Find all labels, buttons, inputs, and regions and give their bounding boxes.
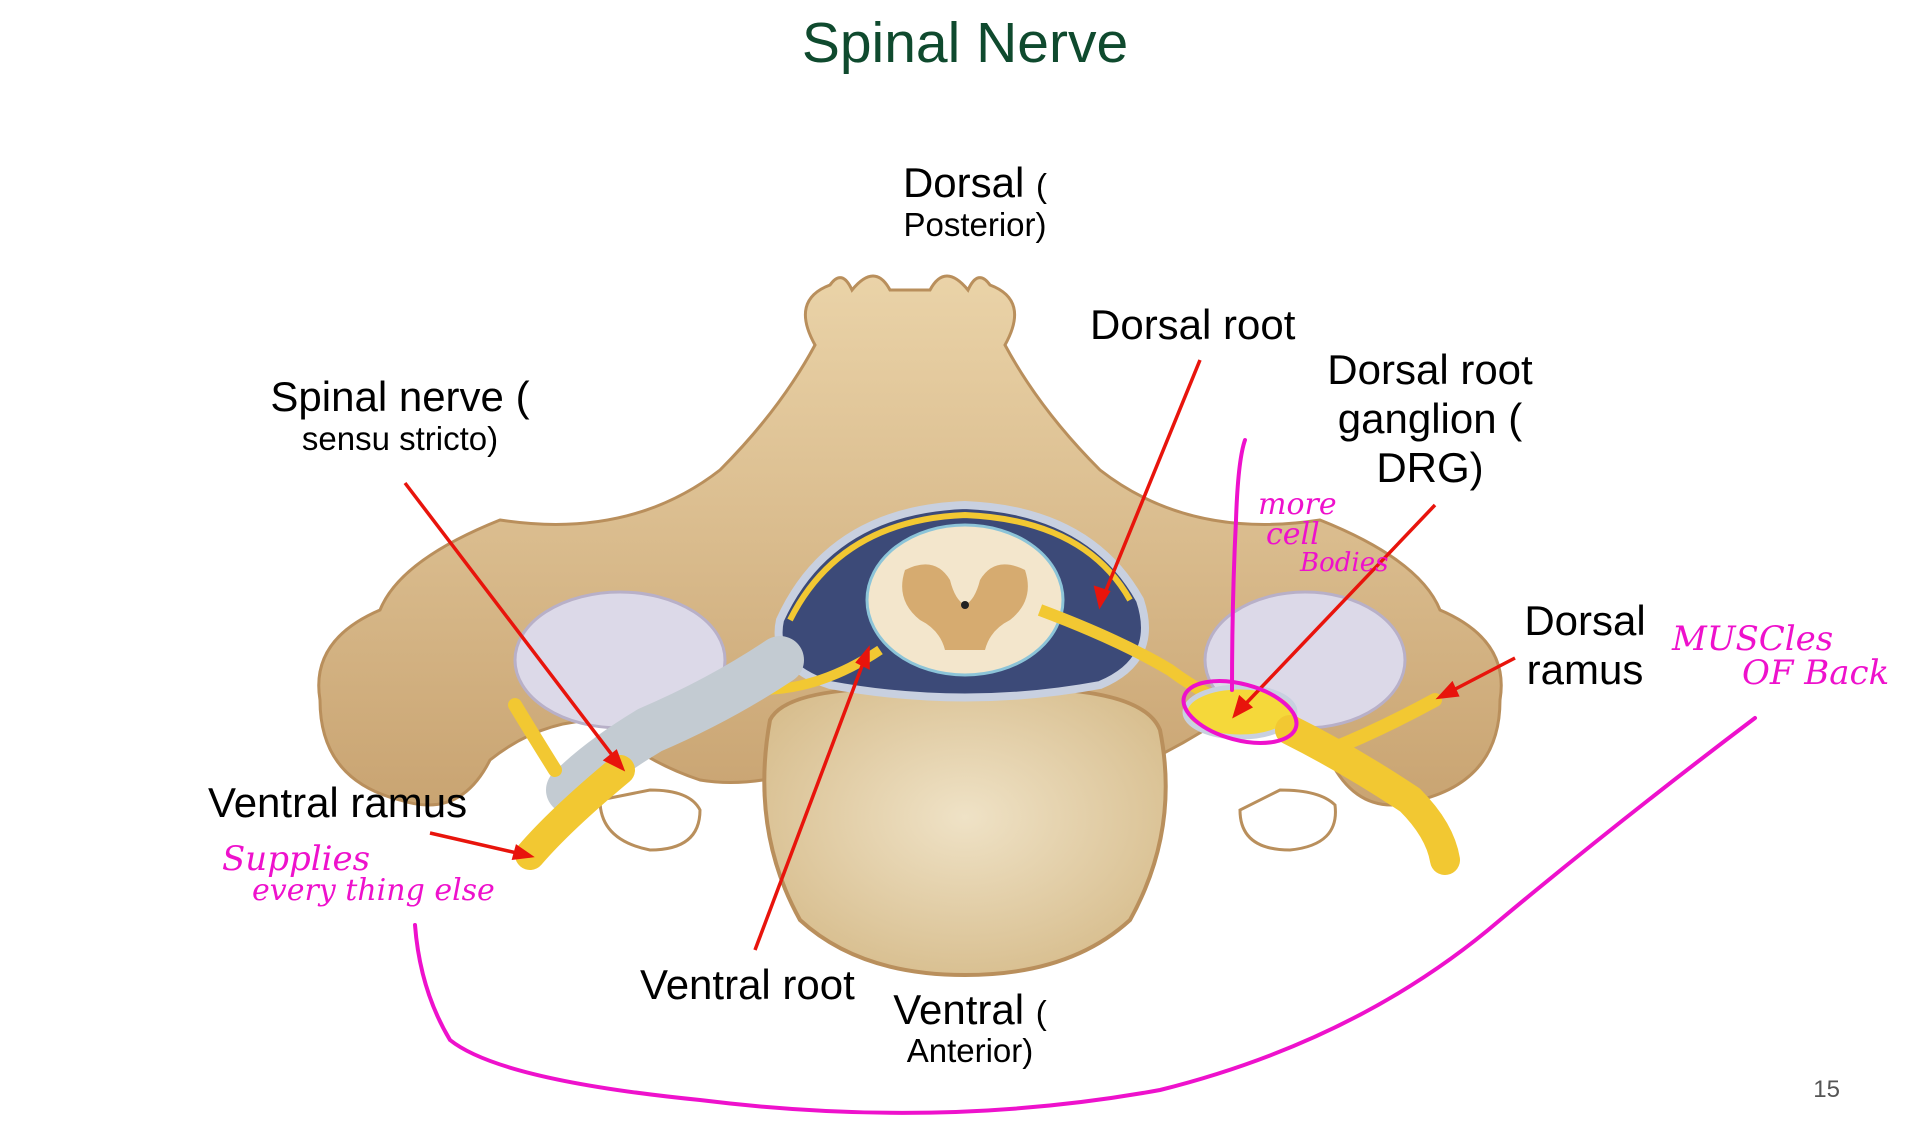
note-bodies: Bodies (1300, 548, 1389, 578)
arrow-ventral-root (753, 649, 870, 951)
label-ventral-ramus: Ventral ramus (208, 779, 468, 826)
note-more-cell-bodies: more cell Bodies (1258, 487, 1389, 578)
page-number: 15 (1813, 1076, 1840, 1103)
label-dorsal-paren: ( (1036, 167, 1048, 204)
arrow-drg (1233, 503, 1437, 717)
handwritten-connector-curve (413, 716, 1757, 1115)
note-supplies-everything: Supplies every thing else (222, 842, 495, 906)
arrowhead-dorsal-root (1093, 585, 1111, 610)
left-ventral-ramus (515, 755, 635, 870)
note-every-thing-else: every thing else (252, 873, 495, 908)
arrow-ventral-ramus (429, 831, 531, 858)
note-more: more (1258, 487, 1337, 522)
handwritten-annotations (413, 438, 1757, 1115)
label-drg-line3: DRG) (1376, 444, 1484, 491)
handwritten-line-drg (1230, 438, 1247, 692)
note-supplies: Supplies (222, 839, 371, 879)
label-dorsal-sub: Posterior) (903, 206, 1047, 243)
right-dorsal-ramus (1323, 693, 1442, 757)
left-dorsal-ramus (508, 698, 562, 777)
note-muscles: MUSCles (1672, 619, 1834, 659)
arrow-spinal-nerve (403, 481, 624, 770)
label-dorsal-ramus-line1: Dorsal (1524, 597, 1646, 644)
arrowhead-dorsal-ramus (1435, 680, 1460, 700)
spinal-cord (865, 523, 1065, 677)
arrowhead-spinal-nerve (602, 749, 626, 772)
slide-title: Spinal Nerve (801, 11, 1129, 75)
label-dorsal-root: Dorsal root (1090, 301, 1296, 348)
label-dorsal: Dorsal ( (880, 158, 1070, 208)
pointer-arrows (403, 359, 1516, 951)
left-foramen (598, 788, 702, 852)
label-drg-line2: ganglion ( (1337, 395, 1523, 442)
label-dorsal-main: Dorsal (902, 159, 1025, 206)
label-ventral-main: Ventral (893, 986, 1025, 1033)
spinal-nerve (546, 636, 804, 814)
arrow-dorsal-root (1098, 359, 1202, 606)
label-ventral-sub: Anterior) (906, 1032, 1034, 1069)
arrowhead-ventral-ramus (511, 844, 535, 861)
label-dorsal-ramus-line2: ramus (1526, 646, 1644, 693)
right-foramen (1238, 788, 1337, 852)
arrowhead-ventral-root (855, 645, 870, 670)
label-ventral-paren: ( (1035, 994, 1047, 1031)
label-spinal-nerve-line2: sensu stricto) (301, 420, 499, 457)
note-of-back: OF Back (1742, 653, 1890, 693)
dura-fat (787, 511, 1133, 622)
handwritten-circle-drg (1181, 679, 1299, 745)
label-drg-line1: Dorsal root (1327, 346, 1533, 393)
note-cell: cell (1266, 517, 1320, 552)
note-muscles-of-back: MUSCles OF Back (1672, 622, 1889, 690)
label-ventral: Ventral ( (870, 985, 1070, 1035)
central-canal (961, 601, 969, 609)
arrowhead-drg (1232, 694, 1254, 719)
right-ventral-ramus (1275, 715, 1460, 875)
label-spinal-nerve-line1: Spinal nerve ( (270, 373, 530, 420)
vertebral-body (762, 686, 1168, 978)
label-ventral-root: Ventral root (640, 961, 855, 1008)
